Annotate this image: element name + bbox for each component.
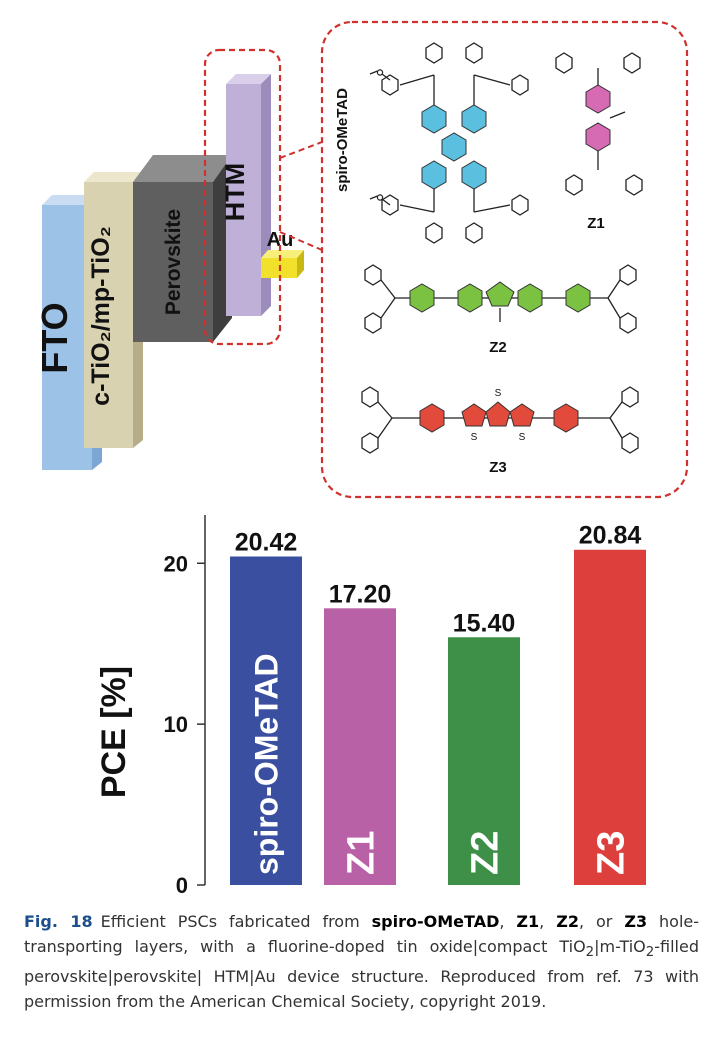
bar-2	[448, 637, 520, 885]
caption-z2: Z2	[556, 912, 579, 931]
z1-label: Z1	[587, 215, 605, 232]
caption-z1: Z1	[516, 912, 540, 931]
z3-structure: S S S Z3	[361, 386, 639, 476]
bar-value-label: 20.84	[579, 522, 642, 550]
connector-line-top	[279, 141, 323, 159]
perovskite-label: Perovskite	[162, 209, 185, 315]
spiro-ometad-structure: spiro-OMeTAD	[334, 42, 529, 244]
bar-value-label: 17.20	[329, 580, 392, 608]
spiro-ometad-label: spiro-OMeTAD	[334, 88, 351, 192]
bar-0	[230, 556, 302, 885]
bar-1	[324, 608, 396, 885]
z3-sulfur-right: S	[519, 432, 526, 443]
z3-label: Z3	[489, 459, 507, 476]
fto-label: FTO	[34, 302, 75, 373]
bar-value-label: 15.40	[453, 609, 516, 637]
y-tick-label: 0	[176, 873, 188, 898]
bar-value-label: 20.42	[235, 529, 298, 557]
connector-line-bottom	[279, 231, 323, 251]
y-tick-label: 20	[164, 551, 188, 576]
au-electrode: Au	[261, 229, 304, 278]
device-structure-figure: FTO c-TiO₂/mp-TiO₂ Perovskite HTM Au spi…	[34, 20, 689, 499]
htm-layer: HTM	[220, 74, 271, 316]
caption-spiro: spiro-OMeTAD	[371, 912, 500, 931]
z2-label: Z2	[489, 339, 507, 356]
bar-category-label: spiro-OMeTAD	[249, 653, 285, 875]
molecule-panel	[320, 20, 689, 499]
htm-label: HTM	[220, 163, 250, 221]
figure-number: Fig. 18	[24, 912, 93, 931]
z2-structure: Z2	[364, 264, 637, 356]
caption-z3: Z3	[624, 912, 648, 931]
z3-sulfur-left: S	[471, 432, 478, 443]
tio2-label: c-TiO₂/mp-TiO₂	[87, 226, 115, 406]
bar-category-label: Z3	[591, 831, 633, 875]
z3-sulfur-top: S	[495, 388, 502, 399]
perovskite-layer: Perovskite	[133, 155, 232, 342]
y-tick-label: 10	[164, 712, 188, 737]
htm-highlight-box	[203, 48, 282, 346]
z1-structure: Z1	[555, 52, 643, 232]
bar-category-label: Z1	[341, 831, 383, 875]
y-axis-label: PCE [%]	[95, 666, 133, 798]
bar-3	[574, 549, 646, 885]
bar-category-label: Z2	[465, 831, 507, 875]
